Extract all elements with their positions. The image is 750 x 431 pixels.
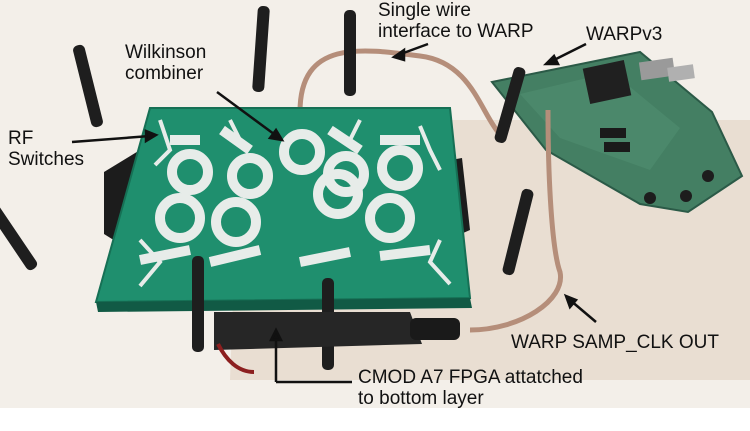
rf-trace-network <box>139 125 431 267</box>
antenna <box>73 44 103 128</box>
samp-clk-label: WARP SAMP_CLK OUT <box>511 332 719 353</box>
annotation-arrows <box>71 42 597 384</box>
bottom-margin <box>0 408 750 431</box>
antenna <box>0 195 38 271</box>
rf-switch-traces <box>138 119 452 288</box>
sma-connector <box>410 318 460 340</box>
single-wire-cable <box>297 48 500 134</box>
rf-switches-label: RF Switches <box>8 128 85 170</box>
antenna <box>502 188 534 276</box>
samp-clk-cable <box>469 109 563 333</box>
antenna <box>252 6 270 92</box>
antenna <box>192 256 204 352</box>
red-wire <box>216 343 255 374</box>
cmod-fpga-label: CMOD A7 FPGA attatched to bottom layer <box>358 367 583 409</box>
wilkinson-combiner-label: Wilkinson combiner <box>125 42 207 84</box>
warpv3-board <box>490 50 744 214</box>
antenna <box>344 10 356 96</box>
pcb-edge <box>96 298 472 312</box>
single-wire-label: Single wire interface to WARP <box>378 0 534 42</box>
antenna <box>494 67 526 143</box>
cmod-board <box>214 312 422 350</box>
warpv3-label: WARPv3 <box>586 24 663 45</box>
